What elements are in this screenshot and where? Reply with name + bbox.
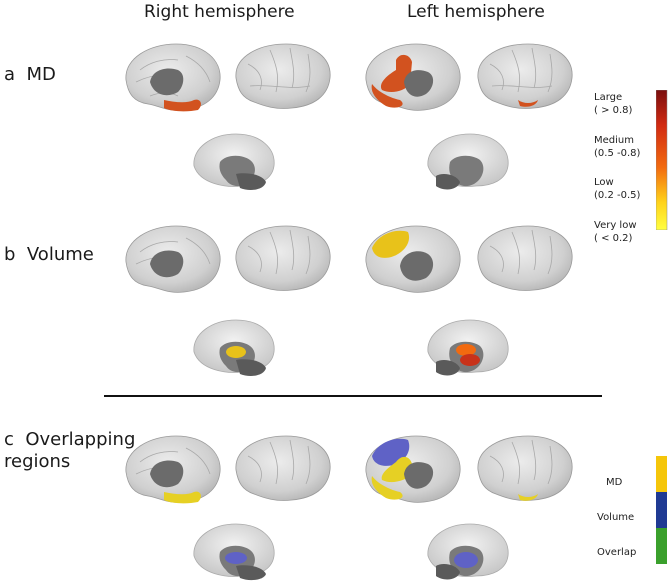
brain-volume-left-lateral [477,225,573,291]
row-title-overlap-line1: Overlapping [25,429,136,450]
column-header-right-hemisphere: Right hemisphere [144,2,295,22]
brain-overlap-right-medial [125,435,221,504]
row-letter-a: a [4,64,16,85]
overlap-region-right [164,491,201,504]
brain-md-right-ventral [193,133,275,190]
brain-volume-right-ventral [193,319,275,376]
volume-region-left [372,230,410,258]
legend-very-low: Very low ( < 0.2) [594,220,637,244]
brain-volume-left-medial [365,225,461,293]
brain-volume-right-medial [125,225,221,293]
legend-large: Large ( > 0.8) [594,92,633,116]
brain-md-left-medial [365,43,461,111]
brain-md-right-medial [125,43,221,112]
md-region-right [164,99,201,112]
brain-overlap-right-lateral [235,435,331,501]
md-region-left-temporal [371,84,403,108]
effect-size-colorbar [656,90,668,230]
brain-md-left-lateral [477,43,573,109]
brain-overlap-left-medial [365,435,461,503]
legend-low: Low (0.2 -0.5) [594,177,641,201]
row-label-overlap: c Overlapping regions [4,429,135,473]
row-title-overlap-line2: regions [4,451,71,472]
legend-label-md: MD [606,477,623,488]
column-header-left-hemisphere: Left hemisphere [407,2,545,22]
brain-md-right-lateral [235,43,331,109]
row-letter-c: c [4,429,14,450]
brain-volume-left-ventral [427,319,509,376]
legend-swatch-volume [656,492,667,528]
legend-label-overlap: Overlap [597,547,637,558]
legend-swatch-md [656,456,667,492]
legend-medium: Medium (0.5 -0.8) [594,135,641,159]
brain-md-left-ventral [427,133,509,190]
brain-volume-right-lateral [235,225,331,291]
row-label-md: a MD [4,64,56,86]
row-letter-b: b [4,244,16,265]
legend-swatch-overlap [656,528,667,564]
brain-overlap-right-ventral [193,523,275,581]
brain-overlap-left-ventral [427,523,509,580]
brain-overlap-left-lateral [477,435,573,501]
section-divider [104,395,602,397]
row-label-volume: b Volume [4,244,94,266]
legend-label-volume: Volume [597,512,635,523]
row-title-md: MD [26,64,56,85]
row-title-volume: Volume [26,244,94,265]
